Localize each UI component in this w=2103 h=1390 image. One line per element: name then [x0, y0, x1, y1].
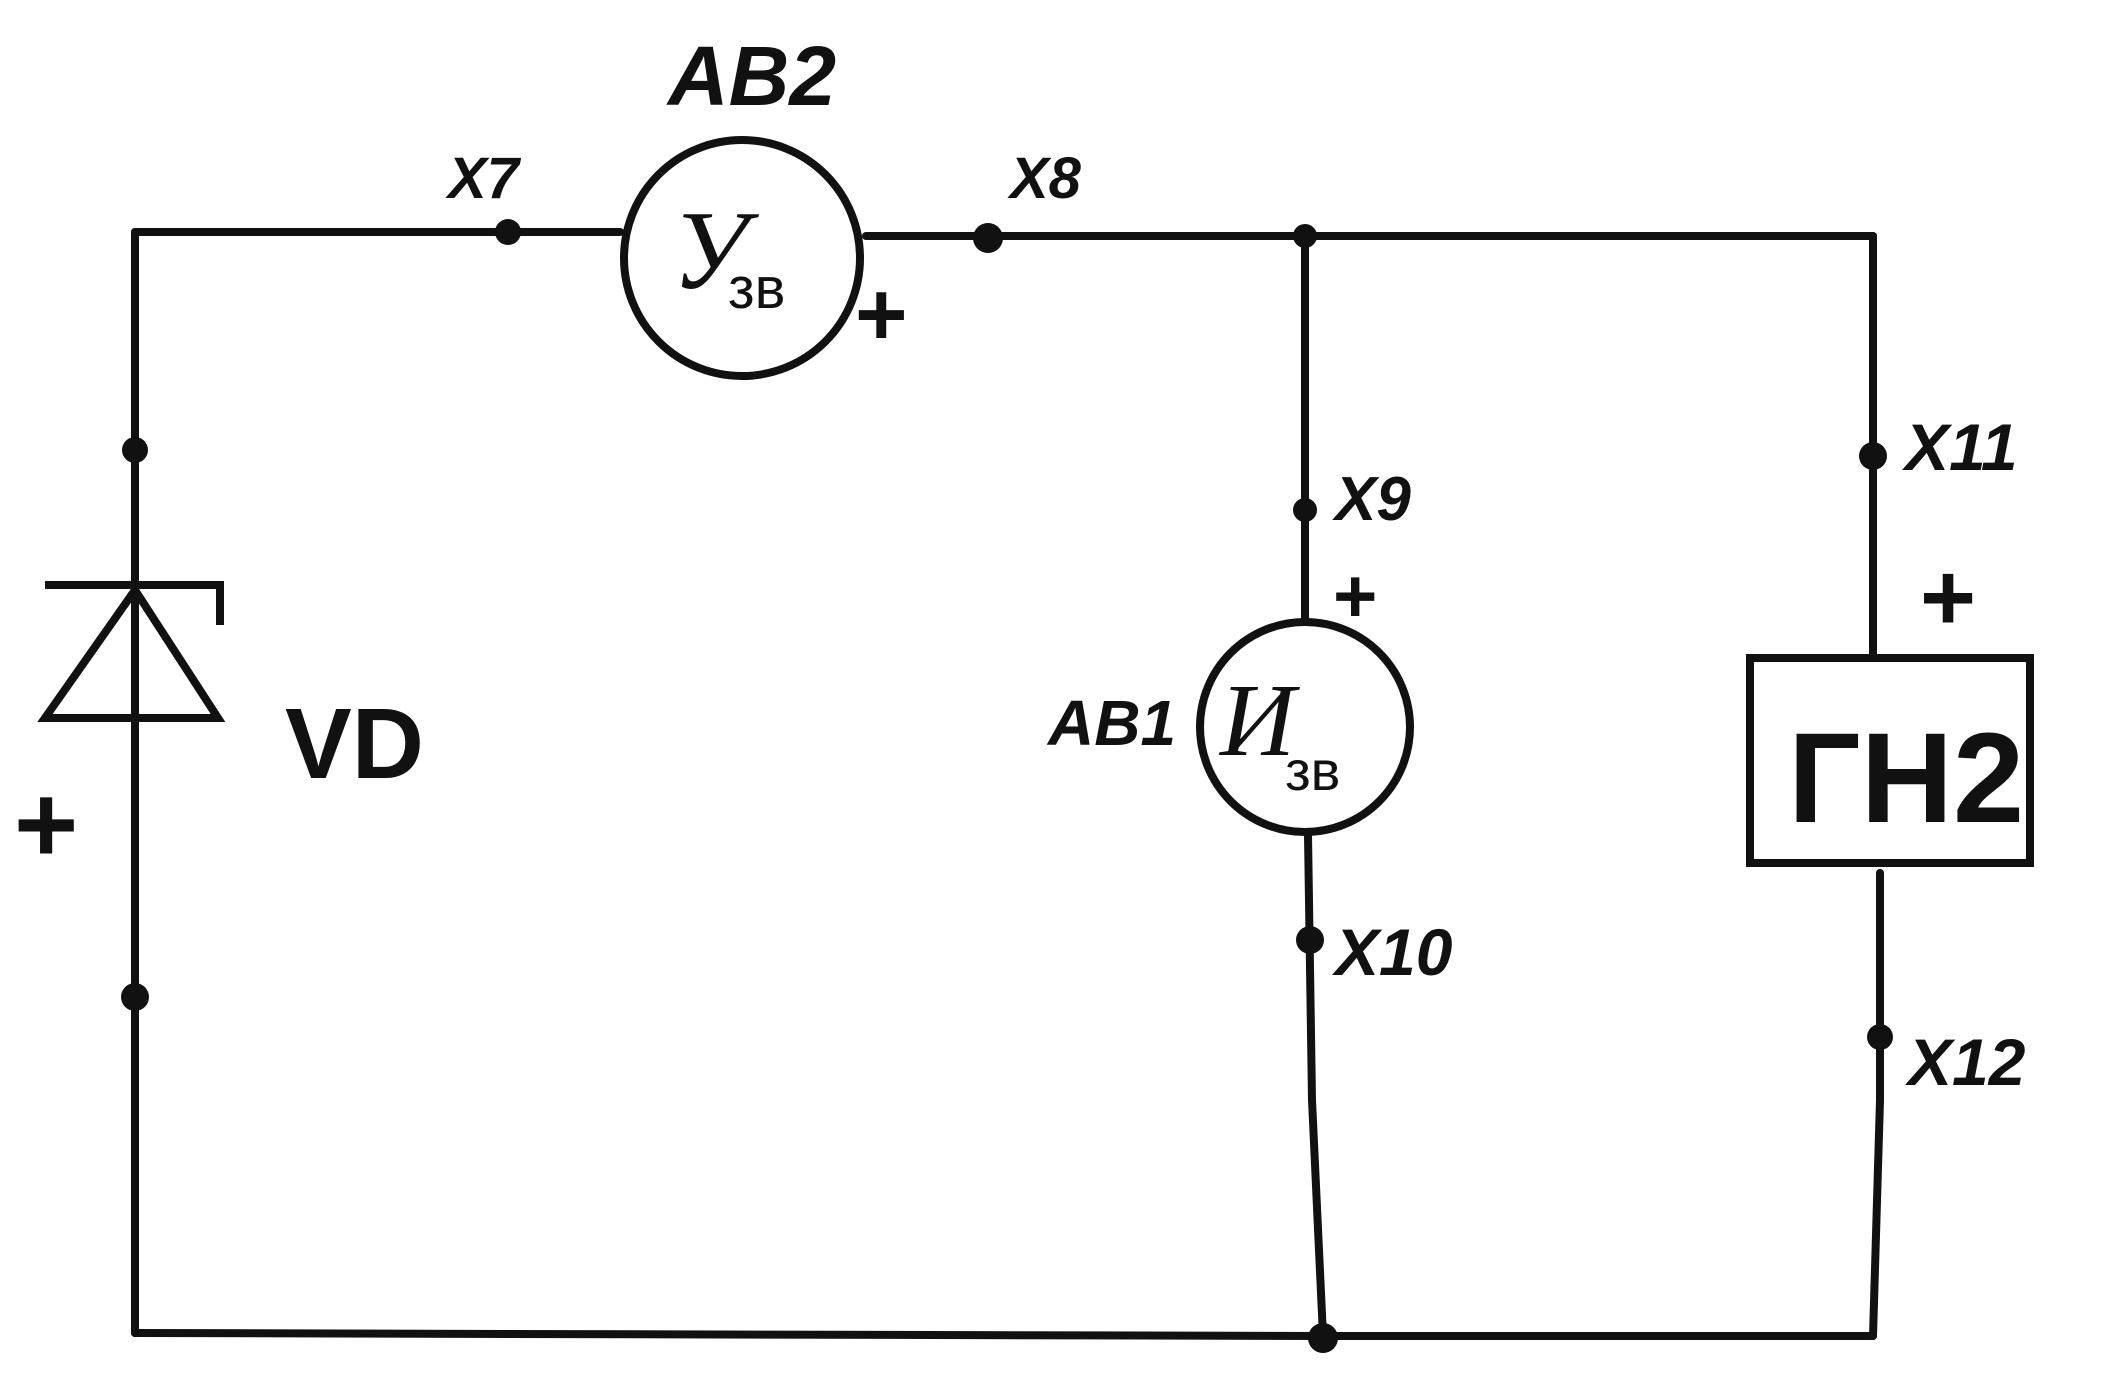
terminal-label-x10: X10 — [1331, 915, 1453, 989]
terminal-node-x8 — [973, 223, 1003, 253]
ab2-designator: AB2 — [666, 29, 836, 123]
wire-right-lower — [1869, 869, 1884, 1340]
meter-ab1 — [1196, 618, 1414, 836]
terminal-label-x7: X7 — [445, 146, 522, 211]
terminal-label-x8: X8 — [1007, 146, 1082, 211]
labels: X7 X8 X9 X10 X11 X12 AB2 У зв + AB1 И зв… — [14, 29, 2026, 1099]
wire-mid-lower — [1304, 831, 1327, 1340]
diode-vd — [37, 581, 226, 722]
diode-designator: VD — [285, 688, 424, 800]
meter-ab1-circle — [1196, 618, 1414, 836]
terminal-label-x12: X12 — [1904, 1025, 2026, 1099]
ab2-subscript: зв — [728, 256, 785, 321]
ab1-polarity: + — [1333, 554, 1377, 639]
diode-polarity: + — [14, 763, 78, 886]
diode-node-bottom — [121, 983, 149, 1011]
ab1-symbol: И — [1218, 663, 1300, 778]
generator-polarity: + — [1920, 544, 1976, 651]
terminal-nodes — [121, 219, 1893, 1353]
terminal-node-x11 — [1859, 442, 1887, 470]
diode-node-top — [122, 437, 148, 463]
junction-node-top — [1293, 224, 1317, 248]
ab1-subscript: зв — [1285, 739, 1340, 802]
terminal-node-x7 — [495, 219, 521, 245]
ab2-symbol: У — [672, 189, 759, 313]
diode-triangle — [37, 582, 226, 722]
generator-designator: ГН2 — [1788, 707, 2024, 850]
terminal-label-x11: X11 — [1901, 410, 2018, 484]
terminal-node-x12 — [1867, 1024, 1893, 1050]
wire-bottom — [131, 1329, 1877, 1340]
junction-node-bottom — [1308, 1323, 1338, 1353]
terminal-node-x9 — [1293, 498, 1317, 522]
generator-box — [1746, 654, 2034, 867]
meter-ab2-circle — [620, 136, 864, 380]
ab2-polarity: + — [855, 265, 908, 365]
meter-ab2 — [620, 136, 864, 380]
terminal-label-x9: X9 — [1332, 465, 1411, 534]
generator-gn2 — [1746, 654, 2034, 867]
ab1-designator: AB1 — [1046, 687, 1176, 759]
diode-cathode-bar — [45, 581, 224, 625]
terminal-node-x10 — [1296, 926, 1324, 954]
